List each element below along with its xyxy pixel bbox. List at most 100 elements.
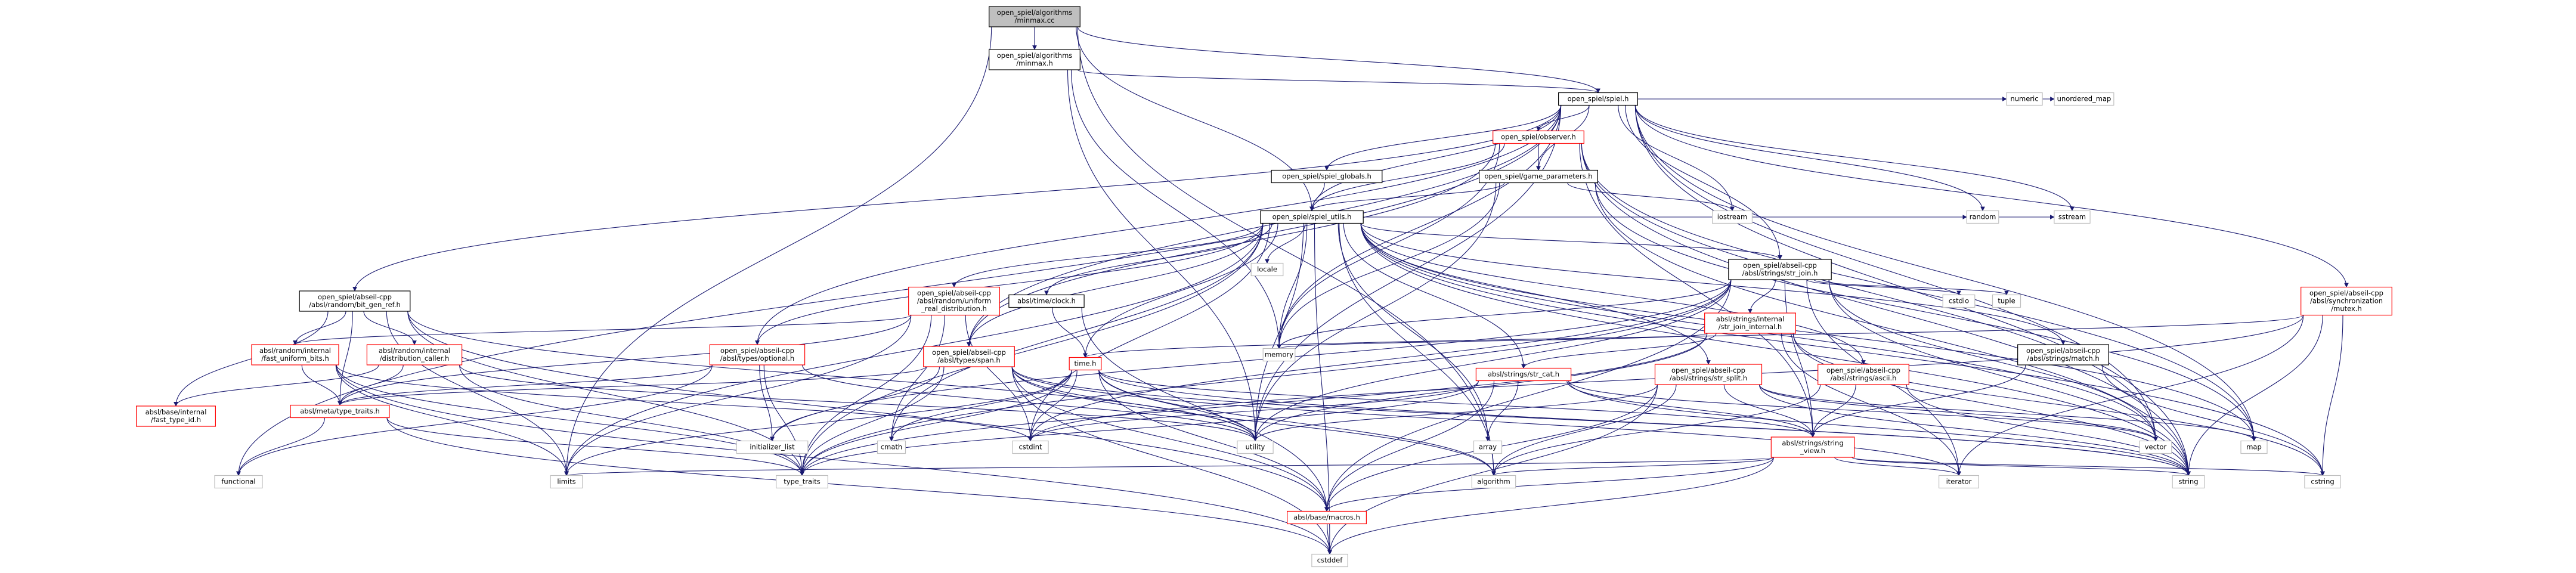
node-dist-caller[interactable]: absl/random/internal/distribution_caller… <box>366 344 463 366</box>
edge-observer-h-to-string <box>1581 143 2191 476</box>
node-label: /absl/types/optional.h <box>720 354 794 363</box>
edge-optional-h-to-type-traits <box>763 364 804 476</box>
node-mutex-h[interactable]: open_spiel/abseil-cpp/absl/synchronizati… <box>2301 286 2392 316</box>
node-ascii-h[interactable]: open_spiel/abseil-cpp/absl/strings/ascii… <box>1818 364 1909 385</box>
node-box <box>1475 367 1572 382</box>
edge-spiel-utils-to-time-h <box>1083 223 1278 358</box>
edge-spiel-h-to-map <box>1634 105 2256 442</box>
node-box <box>1237 440 1274 454</box>
node-observer-h[interactable]: open_spiel/observer.h <box>1493 130 1584 144</box>
edge-spiel-utils-to-str-split <box>1360 223 1711 365</box>
edge-type-traits-h-to-cstddef <box>386 417 1332 555</box>
node-label: cstdio <box>1949 297 1969 305</box>
node-span-h[interactable]: open_spiel/abseil-cpp/absl/types/span.h <box>923 346 1015 367</box>
node-spiel-h[interactable]: open_spiel/spiel.h <box>1558 92 1639 106</box>
edge-spiel-utils-to-str-cat <box>1343 223 1526 369</box>
edge-span-h-to-string <box>1011 366 2191 476</box>
node-fast-uniform[interactable]: absl/random/internal/fast_uniform_bits.h <box>251 344 339 366</box>
edge-spiel-h-to-optional-h <box>755 105 1562 345</box>
node-bit-gen-ref[interactable]: open_spiel/abseil-cpp/absl/random/bit_ge… <box>299 290 411 312</box>
edge-spiel-h-to-span-h <box>967 105 1562 347</box>
edge-str-join-to-memory <box>1277 279 1732 349</box>
node-cstdio: cstdio <box>1942 294 1976 308</box>
edge-str-join-internal-to-str-cat <box>1521 333 1717 369</box>
edge-str-split-to-string-view <box>1723 384 1815 438</box>
edge-string-view-to-macros-h <box>1324 457 1774 512</box>
edge-optional-h-to-utility <box>802 364 1258 442</box>
edge-spiel-h-to-functional <box>236 105 1562 476</box>
node-label: open_spiel/spiel.h <box>1568 95 1629 103</box>
node-minmax-h[interactable]: open_spiel/algorithms/minmax.h <box>989 49 1080 70</box>
node-label: type_traits <box>784 478 820 486</box>
edge-str-join-to-tuple <box>1813 279 2009 296</box>
node-match-h[interactable]: open_spiel/abseil-cpp/absl/strings/match… <box>2017 344 2109 366</box>
node-label: array <box>1479 443 1497 451</box>
node-box <box>1260 210 1364 224</box>
node-spiel-utils[interactable]: open_spiel/spiel_utils.h <box>1260 210 1364 224</box>
edge-str-cat-to-type-traits <box>800 380 1479 476</box>
node-fast-type-id[interactable]: absl/base/internal/fast_type_id.h <box>136 405 216 427</box>
edge-span-h-to-macros-h <box>1011 366 1329 512</box>
edge-game-params-to-memory <box>1277 182 1500 349</box>
edge-str-cat-to-string <box>1568 380 2191 476</box>
node-label: /fast_type_id.h <box>151 416 201 424</box>
node-type-traits-h[interactable]: absl/meta/type_traits.h <box>290 404 390 419</box>
node-str-split[interactable]: open_spiel/abseil-cpp/absl/strings/str_s… <box>1654 364 1763 385</box>
edge-str-cat-to-cstdint <box>1028 380 1479 442</box>
edge-match-h-to-cstring <box>2101 364 2325 476</box>
edge-spiel-utils-to-match-h <box>1360 223 2066 345</box>
node-box <box>1942 294 1976 308</box>
node-iterator: iterator <box>1939 475 1980 489</box>
node-map: map <box>2240 440 2268 454</box>
node-box <box>1558 92 1639 106</box>
node-label: random <box>1970 213 1996 221</box>
edge-str-split-to-map <box>1758 384 2256 442</box>
edge-observer-h-to-span-h <box>967 143 1496 347</box>
node-macros-h[interactable]: absl/base/macros.h <box>1287 510 1367 525</box>
edge-minmax-h-to-memory <box>1070 69 1281 349</box>
node-box <box>1818 364 1909 385</box>
node-box <box>709 344 806 366</box>
edge-uniform-real-to-type-traits <box>800 315 932 476</box>
edge-str-join-to-str-join-internal <box>1748 279 1776 314</box>
node-box <box>2240 440 2268 454</box>
edge-spiel-utils-to-limits <box>564 223 1264 476</box>
node-label: /absl/random/bit_gen_ref.h <box>309 301 401 309</box>
node-label: open_spiel/abseil-cpp <box>318 293 392 301</box>
edge-minmax-cc-to-algorithm <box>1077 26 1496 476</box>
node-optional-h[interactable]: open_spiel/abseil-cpp/absl/types/optiona… <box>709 344 806 366</box>
node-uniform-real[interactable]: open_spiel/abseil-cpp/absl/random/unifor… <box>908 286 1000 316</box>
node-game-params[interactable]: open_spiel/game_parameters.h <box>1479 169 1599 184</box>
edge-spiel-h-to-bit-gen-ref <box>352 105 1562 292</box>
node-label: cstddef <box>1317 556 1343 565</box>
edge-time-h-to-utility <box>1098 370 1258 442</box>
node-label: open_spiel/algorithms <box>997 8 1073 17</box>
node-str-join[interactable]: open_spiel/abseil-cpp/absl/strings/str_j… <box>1728 259 1832 280</box>
node-box <box>136 405 216 427</box>
node-box <box>1992 294 2021 308</box>
edge-minmax-h-to-spiel-h <box>1077 69 1600 94</box>
node-box <box>1770 436 1855 458</box>
edge-str-split-to-string <box>1758 384 2191 476</box>
node-minmax-cc[interactable]: open_spiel/algorithms/minmax.cc <box>989 6 1080 27</box>
edge-uniform-real-to-cmath <box>889 315 945 442</box>
node-time-h[interactable]: time.h <box>1069 357 1102 371</box>
edge-dist-caller-to-utility <box>459 364 1258 442</box>
node-clock-h[interactable]: absl/time/clock.h <box>1008 294 1085 308</box>
node-label: open_spiel/algorithms <box>997 51 1073 60</box>
edge-str-join-internal-to-type-traits <box>800 333 1708 476</box>
edge-string-view-to-string <box>1852 457 2191 476</box>
node-str-join-internal[interactable]: absl/strings/internal/str_join_internal.… <box>1704 312 1796 334</box>
node-spiel-globals[interactable]: open_spiel/spiel_globals.h <box>1271 169 1383 184</box>
node-string-view[interactable]: absl/strings/string_view.h <box>1770 436 1855 458</box>
node-label: /absl/strings/str_split.h <box>1670 374 1747 382</box>
node-label: locale <box>1257 265 1277 274</box>
node-box <box>1728 259 1832 280</box>
node-label: open_spiel/abseil-cpp <box>1671 366 1745 374</box>
node-box <box>923 346 1015 367</box>
node-label: open_spiel/abseil-cpp <box>917 289 991 298</box>
node-box <box>1493 130 1584 144</box>
edge-time-h-to-limits <box>564 370 1072 476</box>
node-str-cat[interactable]: absl/strings/str_cat.h <box>1475 367 1572 382</box>
